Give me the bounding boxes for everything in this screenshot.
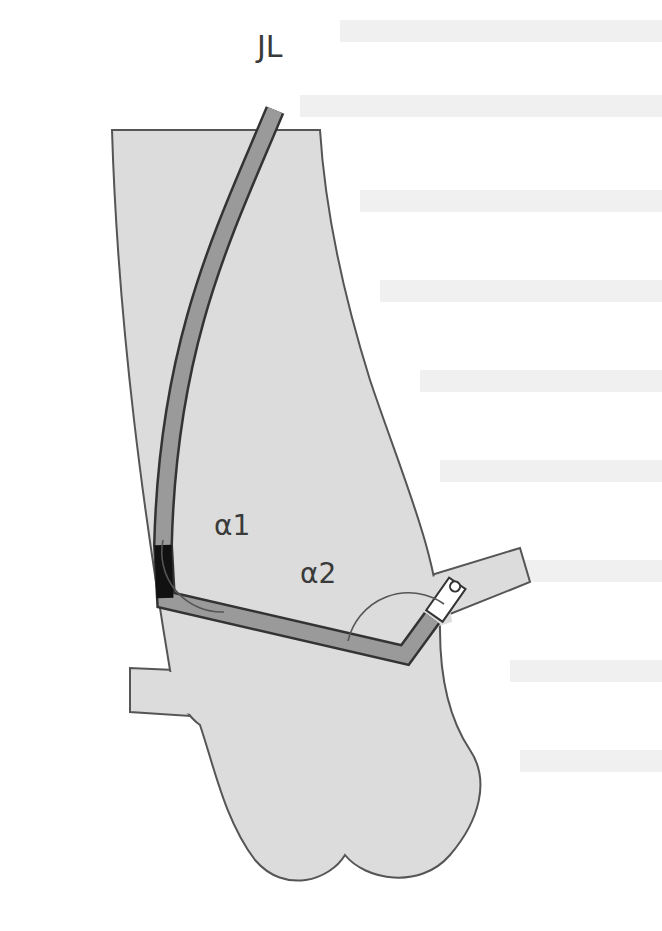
angle-label: α1 (212, 509, 252, 542)
angle-label: α2 (298, 560, 338, 588)
angle-arc (162, 540, 224, 612)
catheter-name: JL (255, 32, 285, 62)
angle-label: α1 (212, 512, 252, 540)
catheter-body (163, 110, 432, 655)
angle-label: α2 (298, 557, 338, 590)
catheter-tip (426, 577, 466, 622)
angle-arc (348, 593, 444, 641)
catheter-name: JL (255, 29, 285, 64)
catheter-outline (163, 110, 432, 655)
branch-join (168, 672, 192, 714)
